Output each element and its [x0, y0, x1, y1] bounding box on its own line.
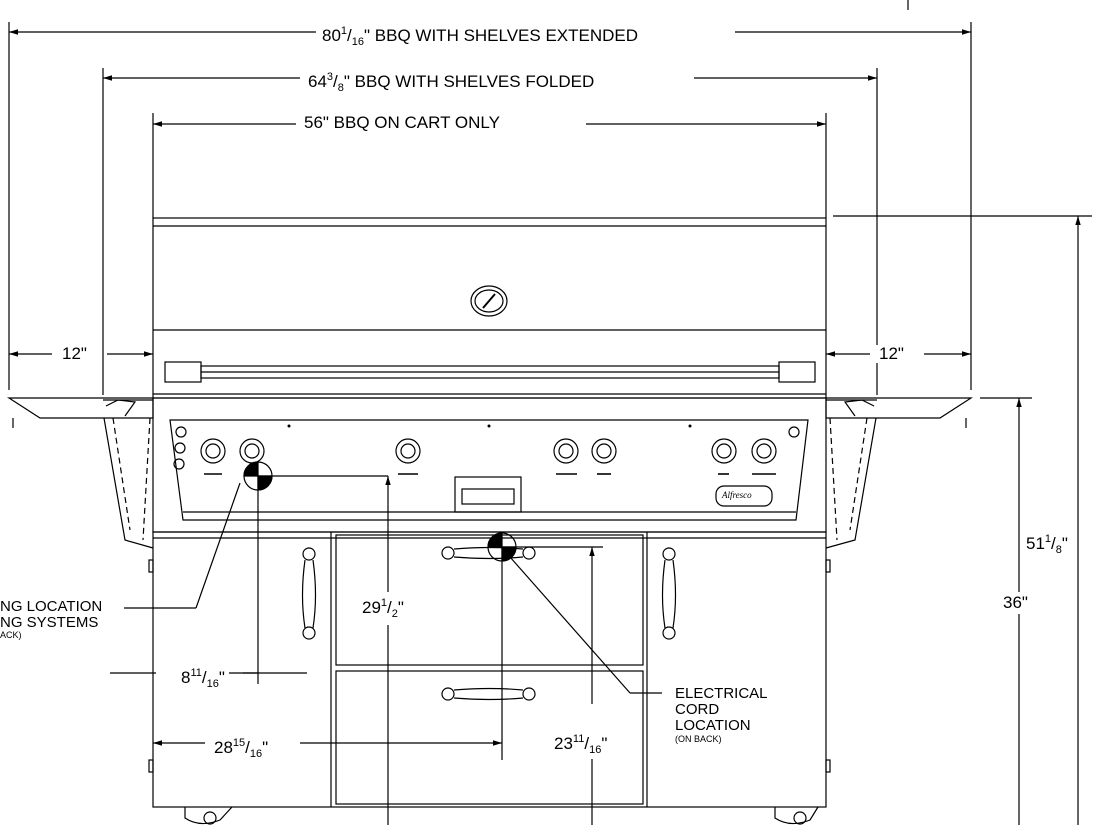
dim-line-shelves-folded: [102, 68, 878, 395]
fraction-num: 15: [232, 737, 246, 749]
label-cord-height: 2311/16": [550, 730, 612, 759]
hinges: [148, 559, 831, 773]
gas-location-dims: [110, 461, 391, 825]
fraction-num: 1: [1044, 533, 1052, 545]
dim-line-total-height: [833, 215, 1092, 825]
casters: [184, 806, 819, 825]
fraction-den: 8: [1055, 544, 1062, 556]
ignition-buttons: [173, 426, 800, 470]
electrical-location-dims: [153, 532, 662, 825]
burner-knobs: [200, 438, 777, 464]
fraction-whole: 80: [322, 26, 341, 45]
fraction-num: 11: [572, 733, 585, 745]
label-cart-only: 56" BBQ ON CART ONLY: [300, 114, 504, 132]
fraction-whole: 64: [308, 72, 327, 91]
electrical-callout-line2: CORD: [675, 701, 720, 718]
fraction-num: 11: [190, 667, 202, 679]
electrical-callout-note: (ON BACK): [675, 734, 722, 744]
dim-suffix: ": [262, 738, 269, 757]
grill-hood: [152, 217, 827, 399]
fraction-whole: 8: [181, 668, 191, 687]
electrical-callout-line1: ELECTRICAL: [675, 685, 768, 702]
brand-logo: Alfresco: [722, 490, 752, 500]
right-door-handle: [661, 547, 677, 640]
fraction-whole: 29: [362, 598, 381, 617]
fraction-den: 2: [391, 608, 398, 620]
label-shelves-folded: 643/8" BBQ WITH SHELVES FOLDED: [304, 68, 599, 97]
right-side-shelf: [825, 397, 974, 549]
bottom-drawer-handle: [441, 687, 536, 701]
left-side-shelf: [6, 397, 154, 549]
fraction-den: 16: [206, 678, 219, 690]
fraction-den: 8: [337, 82, 344, 94]
label-right-shelf: 12": [875, 345, 908, 363]
fraction-whole: 28: [214, 738, 233, 757]
label-gas-height: 291/2": [358, 594, 408, 623]
fraction-num: 1: [380, 597, 388, 609]
fraction-num: 3: [326, 71, 334, 83]
electrical-callout-line3: LOCATION: [675, 717, 751, 734]
cart-body: [152, 531, 827, 808]
label-counter-height: 36": [1001, 592, 1030, 614]
fraction-den: 16: [589, 744, 602, 756]
panel-screws: [287, 424, 692, 428]
dim-line-shelves-extended: [8, 22, 972, 390]
dim-suffix: " BBQ WITH SHELVES FOLDED: [343, 72, 595, 91]
dim-suffix: " BBQ WITH SHELVES EXTENDED: [364, 26, 639, 45]
control-panel: [152, 397, 827, 533]
label-gas-offset: 811/16": [177, 664, 229, 693]
dim-suffix: ": [218, 668, 225, 687]
label-shelves-extended: 801/16" BBQ WITH SHELVES EXTENDED: [318, 22, 643, 51]
gas-callout-line3: ACK): [0, 630, 22, 640]
dim-suffix: ": [601, 734, 608, 753]
dim-suffix: ": [397, 598, 404, 617]
gas-callout-line2: NG SYSTEMS: [0, 614, 99, 631]
fraction-whole: 23: [554, 734, 573, 753]
label-left-shelf: 12": [58, 345, 91, 363]
gas-callout-line1: NG LOCATION: [0, 598, 103, 615]
fraction-den: 16: [249, 748, 263, 760]
dim-line-cart-only: [152, 113, 827, 218]
left-door-handle: [301, 547, 317, 640]
label-total-height: 511/8": [1024, 528, 1070, 561]
fraction-whole: 51: [1026, 534, 1045, 553]
fraction-num: 1: [340, 25, 348, 37]
label-cord-offset: 2815/16": [210, 734, 273, 763]
thermometer-icon: [470, 285, 508, 317]
fraction-den: 16: [351, 36, 365, 48]
